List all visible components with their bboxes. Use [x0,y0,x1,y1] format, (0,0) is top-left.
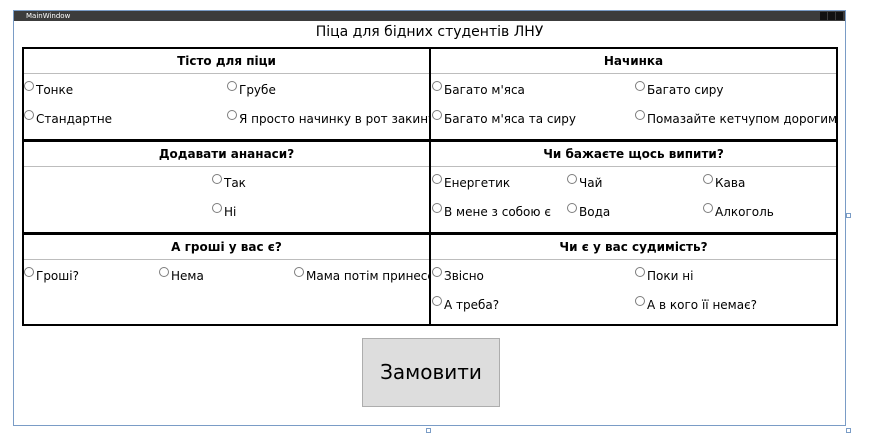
radio-button[interactable] [567,174,577,184]
radio-button[interactable] [212,203,222,213]
group-dough: Тісто для піци Тонке Грубе Стандартне Я … [22,47,435,141]
radio-label: Поки ні [647,269,694,283]
group-filling-header: Начинка [431,49,836,74]
radio-button[interactable] [635,296,645,306]
radio-button[interactable] [432,296,442,306]
radio-label: А в кого її немає? [647,298,758,312]
radio-label: Мама потім принесе [306,269,435,283]
radio-button[interactable] [432,267,442,277]
radio-label: Багато м'яса та сиру [444,112,576,126]
radio-label: Помазайте кетчупом дорогим [647,112,838,126]
radio-button[interactable] [294,267,304,277]
group-criminal-record-header: Чи є у вас судимість? [431,235,836,260]
resize-handle-right[interactable] [846,213,851,218]
group-criminal-record: Чи є у вас судимість? Звісно Поки ні А т… [429,233,838,326]
radio-label: Звісно [444,269,484,283]
page-title: Піца для бідних студентів ЛНУ [315,24,544,40]
radio-button[interactable] [227,81,237,91]
group-filling: Начинка Багато м'яса Багато сиру Багато … [429,47,838,141]
radio-button[interactable] [432,81,442,91]
radio-label: Енергетик [444,176,511,190]
group-pineapple-header: Додавати ананаси? [24,142,429,167]
group-money: А гроші у вас є? Гроші? Нема Мама потім … [22,233,435,326]
radio-label: Нема [171,269,204,283]
group-drinks-header: Чи бажаєте щось випити? [431,142,836,167]
radio-label: Стандартне [36,112,113,126]
resize-handle-bottom[interactable] [426,428,431,433]
radio-button[interactable] [24,110,34,120]
window-title: MainWindow [26,12,71,20]
resize-handle-corner[interactable] [846,428,851,433]
radio-label: Багато м'яса [444,83,525,97]
radio-button[interactable] [432,174,442,184]
radio-button[interactable] [24,81,34,91]
window-controls [820,12,843,20]
radio-label: А треба? [444,298,500,312]
radio-label: Ні [224,205,237,219]
radio-label: Вода [579,205,611,219]
radio-button[interactable] [212,174,222,184]
group-dough-header: Тісто для піци [24,49,429,74]
title-bar: MainWindow [14,11,845,21]
group-money-header: А гроші у вас є? [24,235,429,260]
order-button[interactable]: Замовити [362,338,500,407]
radio-button[interactable] [432,203,442,213]
radio-button[interactable] [432,110,442,120]
radio-label: Так [224,176,246,190]
radio-label: Багато сиру [647,83,724,97]
radio-label: Тонке [36,83,74,97]
radio-label: В мене з собою є [444,205,551,219]
maximize-icon[interactable] [828,12,835,20]
radio-button[interactable] [159,267,169,277]
radio-button[interactable] [635,267,645,277]
radio-label: Я просто начинку в рот закину [239,112,436,126]
minimize-icon[interactable] [820,12,827,20]
radio-label: Кава [715,176,746,190]
radio-button[interactable] [635,110,645,120]
radio-button[interactable] [24,267,34,277]
main-window: MainWindow Піца для бідних студентів ЛНУ… [13,10,846,426]
radio-button[interactable] [227,110,237,120]
radio-label: Чай [579,176,603,190]
radio-button[interactable] [567,203,577,213]
radio-label: Алкоголь [715,205,774,219]
group-drinks: Чи бажаєте щось випити? Енергетик Чай Ка… [429,140,838,234]
group-pineapple: Додавати ананаси? Так Ні [22,140,431,234]
radio-label: Гроші? [36,269,79,283]
radio-button[interactable] [703,203,713,213]
radio-label: Грубе [239,83,276,97]
radio-button[interactable] [703,174,713,184]
close-icon[interactable] [836,12,843,20]
radio-button[interactable] [635,81,645,91]
